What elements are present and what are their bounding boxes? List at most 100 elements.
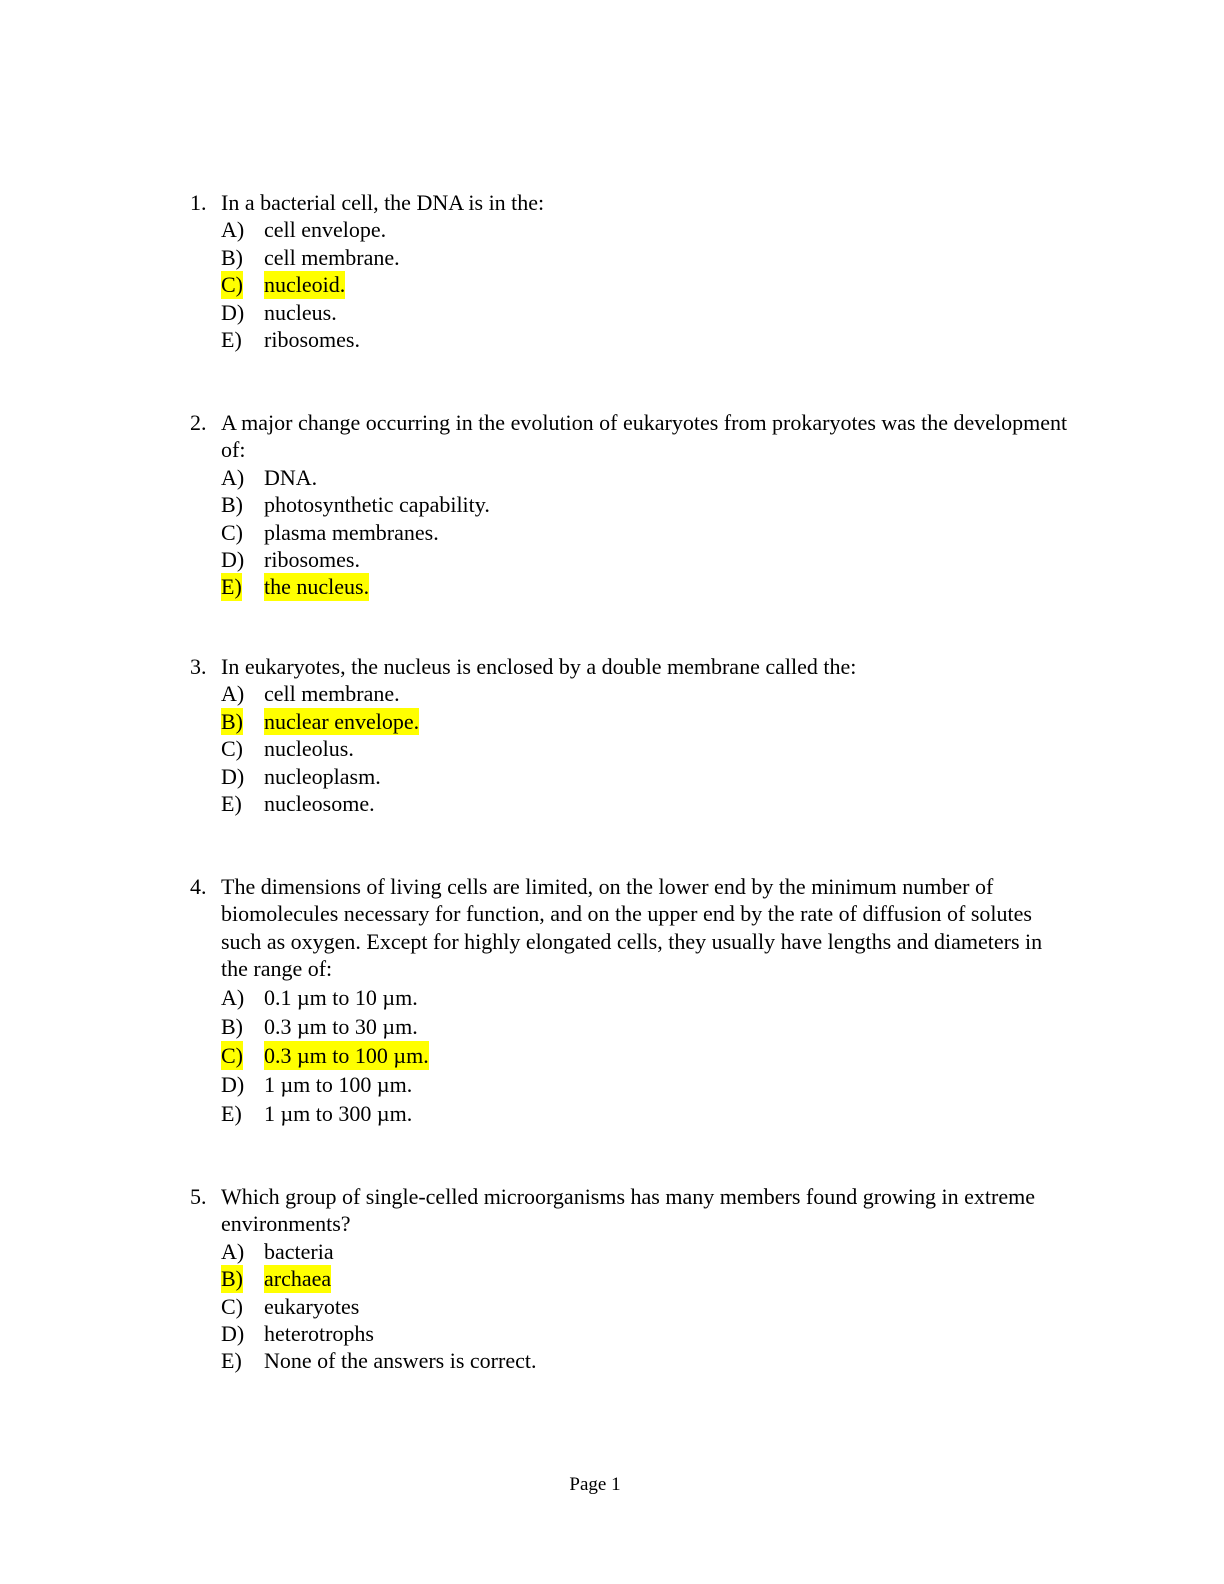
answer-option: D) nucleus.: [190, 299, 1070, 326]
option-text: nucleus.: [264, 299, 337, 325]
question-1: 1. In a bacterial cell, the DNA is in th…: [190, 189, 1070, 353]
option-letter: A): [221, 681, 245, 707]
option-letter: B): [221, 707, 243, 736]
answer-option: A) bacteria: [190, 1238, 1070, 1265]
question-stem: 1. In a bacterial cell, the DNA is in th…: [190, 189, 1070, 216]
option-text: ribosomes.: [264, 326, 360, 352]
answer-option: D) 1 µm to 100 µm.: [190, 1070, 1070, 1099]
answer-option: A) 0.1 µm to 10 µm.: [190, 983, 1070, 1012]
option-letter: D): [221, 763, 245, 789]
option-letter: D): [221, 546, 245, 572]
question-stem: 5. Which group of single-celled microorg…: [190, 1183, 1070, 1238]
option-text: 1 µm to 300 µm.: [264, 1101, 413, 1127]
answer-option-correct: C) nucleoid.: [190, 271, 1070, 299]
option-text: nuclear envelope.: [264, 707, 420, 736]
answer-option: D) heterotrophs: [190, 1320, 1070, 1347]
answer-option: D) nucleoplasm.: [190, 763, 1070, 790]
option-text: nucleosome.: [264, 790, 375, 816]
question-stem: 4. The dimensions of living cells are li…: [190, 873, 1070, 983]
answer-option: A) DNA.: [190, 464, 1070, 491]
option-letter: C): [221, 271, 243, 299]
option-letter: D): [221, 299, 245, 325]
question-5: 5. Which group of single-celled microorg…: [190, 1183, 1070, 1375]
option-text: ribosomes.: [264, 546, 360, 572]
page-number: Page 1: [569, 1474, 621, 1495]
option-text: None of the answers is correct.: [264, 1348, 537, 1374]
question-number: 1.: [190, 190, 207, 215]
question-3: 3. In eukaryotes, the nucleus is enclose…: [190, 653, 1070, 817]
answer-option-correct: B) nuclear envelope.: [190, 707, 1070, 736]
option-letter: D): [221, 1320, 245, 1346]
question-text: In a bacterial cell, the DNA is in the:: [221, 190, 545, 215]
option-text: archaea: [264, 1265, 332, 1293]
question-stem: 3. In eukaryotes, the nucleus is enclose…: [190, 653, 1070, 680]
answer-option: A) cell envelope.: [190, 216, 1070, 243]
option-text: 0.1 µm to 10 µm.: [264, 984, 418, 1010]
question-2: 2. A major change occurring in the evolu…: [190, 409, 1070, 601]
option-letter: E): [221, 573, 242, 601]
answer-options: A) cell envelope. B) cell membrane. C) n…: [190, 216, 1070, 353]
answer-options: A) bacteria B) archaea C) eukaryotes D) …: [190, 1238, 1070, 1375]
answer-option: D) ribosomes.: [190, 546, 1070, 573]
answer-options: A) 0.1 µm to 10 µm. B) 0.3 µm to 30 µm. …: [190, 983, 1070, 1129]
option-letter: E): [221, 1101, 242, 1127]
option-text: nucleoplasm.: [264, 763, 381, 789]
option-letter: A): [221, 1238, 245, 1264]
answer-option-correct: C) 0.3 µm to 100 µm.: [190, 1041, 1070, 1071]
option-text: 1 µm to 100 µm.: [264, 1072, 413, 1098]
option-text: heterotrophs: [264, 1320, 374, 1346]
answer-options: A) DNA. B) photosynthetic capability. C)…: [190, 464, 1070, 601]
option-text: 0.3 µm to 30 µm.: [264, 1013, 418, 1039]
option-text: eukaryotes: [264, 1293, 360, 1319]
question-stem: 2. A major change occurring in the evolu…: [190, 409, 1070, 464]
question-number: 2.: [190, 410, 207, 435]
option-text: cell membrane.: [264, 244, 400, 270]
option-letter: B): [221, 492, 243, 518]
option-letter: C): [221, 736, 243, 762]
option-text: nucleolus.: [264, 736, 354, 762]
option-letter: A): [221, 464, 245, 490]
answer-option: B) photosynthetic capability.: [190, 491, 1070, 518]
option-letter: B): [221, 244, 243, 270]
answer-option: B) 0.3 µm to 30 µm.: [190, 1012, 1070, 1041]
question-text: The dimensions of living cells are limit…: [221, 874, 1043, 982]
question-4: 4. The dimensions of living cells are li…: [190, 873, 1070, 1129]
option-letter: B): [221, 1013, 243, 1039]
answer-option: C) plasma membranes.: [190, 519, 1070, 546]
option-letter: D): [221, 1072, 245, 1098]
question-number: 4.: [190, 874, 207, 899]
option-text: 0.3 µm to 100 µm.: [264, 1041, 429, 1071]
option-letter: A): [221, 984, 245, 1010]
option-letter: E): [221, 326, 242, 352]
option-text: cell envelope.: [264, 217, 387, 243]
answer-option: B) cell membrane.: [190, 244, 1070, 271]
answer-options: A) cell membrane. B) nuclear envelope. C…: [190, 680, 1070, 817]
option-letter: B): [221, 1265, 243, 1293]
option-text: plasma membranes.: [264, 519, 439, 545]
question-number: 5.: [190, 1184, 207, 1209]
option-text: cell membrane.: [264, 681, 400, 707]
option-letter: C): [221, 519, 243, 545]
option-text: photosynthetic capability.: [264, 492, 490, 518]
answer-option: E) nucleosome.: [190, 790, 1070, 817]
option-text: the nucleus.: [264, 573, 370, 601]
answer-option: E) 1 µm to 300 µm.: [190, 1099, 1070, 1128]
question-text: In eukaryotes, the nucleus is enclosed b…: [221, 654, 857, 679]
option-text: DNA.: [264, 464, 318, 490]
answer-option: A) cell membrane.: [190, 680, 1070, 707]
option-letter: E): [221, 790, 242, 816]
option-text: bacteria: [264, 1238, 334, 1264]
option-letter: C): [221, 1293, 243, 1319]
answer-option-correct: B) archaea: [190, 1265, 1070, 1293]
option-text: nucleoid.: [264, 271, 346, 299]
option-letter: E): [221, 1348, 242, 1374]
answer-option: E) None of the answers is correct.: [190, 1347, 1070, 1374]
answer-option: E) ribosomes.: [190, 326, 1070, 353]
answer-option-correct: E) the nucleus.: [190, 573, 1070, 601]
answer-option: C) eukaryotes: [190, 1293, 1070, 1320]
answer-option: C) nucleolus.: [190, 735, 1070, 762]
option-letter: C): [221, 1041, 243, 1071]
question-text: A major change occurring in the evolutio…: [221, 410, 1068, 463]
question-number: 3.: [190, 654, 207, 679]
question-text: Which group of single-celled microorgani…: [221, 1184, 1035, 1237]
